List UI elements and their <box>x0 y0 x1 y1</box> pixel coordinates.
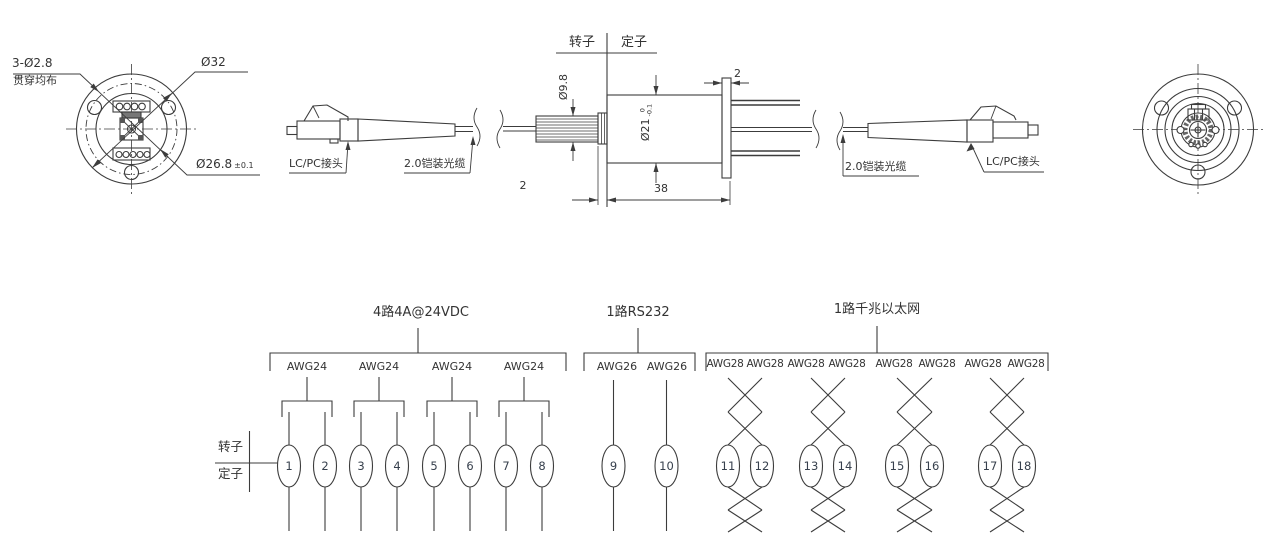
wire-gauge-label: AWG24 <box>286 360 328 373</box>
dim-flange-width: 2 <box>734 67 741 80</box>
contact-number: 9 <box>609 459 618 473</box>
right-connector-label: LC/PC接头 <box>986 155 1040 168</box>
dim-outer-diameter: Ø32 <box>201 55 226 69</box>
lc-connector-left <box>286 104 504 149</box>
contact-number: 7 <box>502 459 510 473</box>
wire-gauge-label: AWG26 <box>596 360 638 373</box>
stator-label: 定子 <box>621 35 648 50</box>
front-view-right <box>1133 64 1263 195</box>
contact-number: 16 <box>924 459 940 473</box>
dim-hole-note: 贯穿均布 <box>13 74 57 87</box>
wire-gauge-label: AWG28 <box>1007 358 1045 370</box>
wire-gauge-label: AWG28 <box>787 358 825 370</box>
wire-gauge-label: AWG24 <box>503 360 545 373</box>
wire-gauge-label: AWG26 <box>646 360 688 373</box>
contact-number: 4 <box>393 459 401 473</box>
contact-number: 8 <box>538 459 546 473</box>
contact-number: 11 <box>720 459 736 473</box>
wiring-rotor-label: 转子 <box>218 439 244 454</box>
wiring-stator-label: 定子 <box>218 466 244 481</box>
left-cable-label: 2.0铠装光缆 <box>404 157 466 170</box>
contact-number: 15 <box>889 459 905 473</box>
rotor-label: 转子 <box>569 35 596 50</box>
contact-number: 10 <box>659 459 674 473</box>
wire-gauge-label: AWG24 <box>358 360 400 373</box>
dim-body-length: 38 <box>654 182 668 195</box>
dim-hole-callout: 3-Ø2.8 <box>12 56 53 70</box>
rotary-joint-body <box>503 33 868 207</box>
lc-connector-right <box>867 105 1039 143</box>
contact-number: 3 <box>357 459 365 473</box>
contact-number: 5 <box>430 459 438 473</box>
wire-gauge-label: AWG28 <box>918 358 956 370</box>
callout-leaders <box>289 134 1044 177</box>
contact-number: 1 <box>285 459 293 473</box>
contact-number: 13 <box>803 459 819 473</box>
contact-number: 6 <box>466 459 474 473</box>
group-title-ethernet: 1路千兆以太网 <box>833 302 921 317</box>
left-connector-label: LC/PC接头 <box>289 157 343 170</box>
group-title-rs232: 1路RS232 <box>606 305 670 320</box>
dim-bundle-diameter: Ø9.8 <box>556 73 570 101</box>
wire-gauge-label: AWG28 <box>746 358 784 370</box>
wire-gauge-label: AWG28 <box>875 358 913 370</box>
right-cable-label: 2.0铠装光缆 <box>845 160 907 173</box>
wiring-diagram <box>215 326 1049 533</box>
contact-number: 14 <box>837 459 853 473</box>
wire-gauge-label: AWG28 <box>828 358 866 370</box>
contact-number: 12 <box>754 459 770 473</box>
contact-number: 17 <box>982 459 998 473</box>
dim-collar-width: 2 <box>519 179 527 192</box>
wire-gauge-label: AWG28 <box>964 358 1002 370</box>
wire-gauge-label: AWG24 <box>431 360 473 373</box>
wire-gauge-label: AWG28 <box>706 358 744 370</box>
contact-number: 2 <box>321 459 329 473</box>
contact-number: 18 <box>1016 459 1032 473</box>
dim-bolt-circle: Ø26.8±0.1 <box>196 157 254 171</box>
group-title-power: 4路4A@24VDC <box>373 305 469 320</box>
front-view-left <box>13 64 260 194</box>
